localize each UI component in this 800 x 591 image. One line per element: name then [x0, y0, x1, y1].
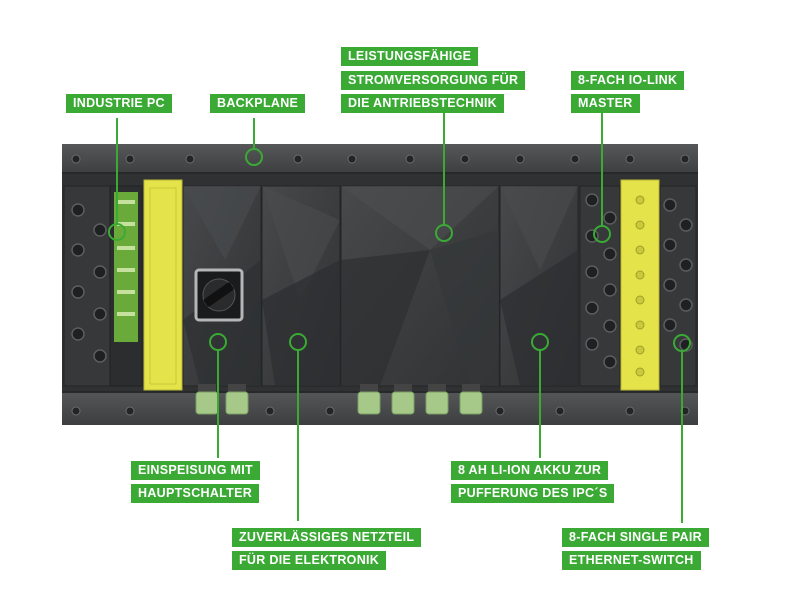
- label-leistung-line3: DIE ANTRIEBSTECHNIK: [341, 94, 504, 113]
- backplane-top-rail: [62, 144, 698, 174]
- marker-backplane: [245, 148, 263, 166]
- label-leistung-line1: LEISTUNGSFÄHIGE: [341, 47, 479, 66]
- marker-netzteil: [289, 333, 307, 351]
- label-einspeisung-line2: HAUPTSCHALTER: [131, 484, 260, 503]
- label-backplane: BACKPLANE: [210, 94, 306, 113]
- label-io-link-line2: MASTER: [571, 94, 640, 113]
- label-industrie-pc: INDUSTRIE PC: [66, 94, 172, 113]
- label-einspeisung-line1: EINSPEISUNG MIT: [131, 461, 260, 480]
- marker-leistung: [435, 224, 453, 242]
- marker-einspeisung: [209, 333, 227, 351]
- label-switch-line1: 8-FACH SINGLE PAIR: [562, 528, 709, 547]
- label-netzteil-line1: ZUVERLÄSSIGES NETZTEIL: [232, 528, 422, 547]
- label-leistung-line2: STROMVERSORGUNG FÜR: [341, 71, 526, 90]
- label-akku-line1: 8 AH LI-ION AKKU ZUR: [451, 461, 609, 480]
- label-akku-line2: PUFFERUNG DES IPC´S: [451, 484, 615, 503]
- bottom-connectors: [195, 384, 483, 415]
- marker-industrie-pc: [108, 223, 126, 241]
- marker-io-link: [593, 225, 611, 243]
- label-io-link-line1: 8-FACH IO-LINK: [571, 71, 685, 90]
- marker-akku: [531, 333, 549, 351]
- marker-switch: [673, 334, 691, 352]
- label-switch-line2: ETHERNET-SWITCH: [562, 551, 701, 570]
- label-netzteil-line2: FÜR DIE ELEKTRONIK: [232, 551, 387, 570]
- io-link-yellow-cover: [620, 179, 660, 391]
